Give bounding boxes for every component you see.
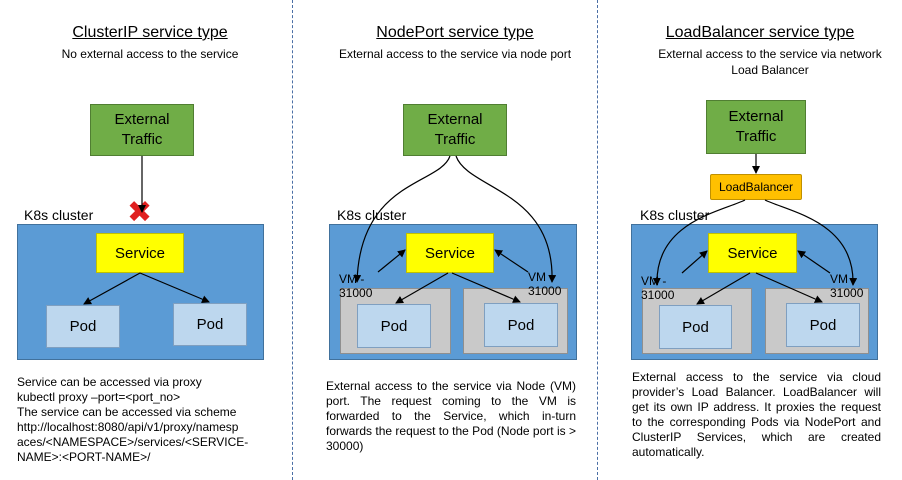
clusterip-service: Service xyxy=(96,233,184,273)
nodeport-vm-right-label: VM - 31000 xyxy=(528,270,562,298)
loadbalancer-vm-right-to-service xyxy=(797,250,831,274)
nodeport-vm-right-to-service xyxy=(494,249,529,273)
loadbalancer-lb-to-vm-right xyxy=(764,199,858,286)
clusterip-subtitle: No external access to the service xyxy=(61,47,239,61)
loadbalancer-vm-left-to-service xyxy=(681,250,708,274)
clusterip-desc-line: NAME>:<PORT-NAME>/ xyxy=(17,450,151,464)
loadbalancer-lb-to-vm-left xyxy=(652,199,746,286)
nodeport-service-to-pod-right xyxy=(451,272,521,303)
nodeport-pod-left: Pod xyxy=(357,304,431,348)
clusterip-external-traffic: External Traffic xyxy=(90,104,194,156)
loadbalancer-vm-right-label: VM - 31000 xyxy=(830,272,864,300)
nodeport-pod-right: Pod xyxy=(484,303,558,347)
nodeport-description: External access to the service via Node … xyxy=(326,379,576,453)
clusterip-description: Service can be accessed via proxy kubect… xyxy=(17,375,282,465)
nodeport-vm-left-to-service xyxy=(377,249,406,273)
divider-right xyxy=(597,0,598,480)
clusterip-service-to-pod-right xyxy=(139,272,210,303)
loadbalancer-box: LoadBalancer xyxy=(710,174,802,200)
loadbalancer-title: LoadBalancer service type xyxy=(665,24,855,41)
divider-left xyxy=(292,0,293,480)
clusterip-desc-line: The service can be accessed via scheme xyxy=(17,405,237,419)
clusterip-cluster-label: K8s cluster xyxy=(24,207,94,223)
nodeport-traffic-to-vm-right xyxy=(455,155,557,283)
nodeport-service-to-pod-left xyxy=(395,272,449,304)
loadbalancer-external-traffic: External Traffic xyxy=(706,100,806,154)
nodeport-subtitle: External access to the service via node … xyxy=(338,47,572,61)
nodeport-title: NodePort service type xyxy=(376,24,534,41)
clusterip-desc-line: kubectl proxy –port=<port_no> xyxy=(17,390,181,404)
loadbalancer-subtitle: External access to the service via netwo… xyxy=(658,47,882,77)
clusterip-desc-line: http://localhost:8080/api/v1/proxy/names… xyxy=(17,420,239,434)
loadbalancer-pod-left: Pod xyxy=(659,305,732,349)
loadbalancer-cluster-label: K8s cluster xyxy=(640,207,710,223)
clusterip-title: ClusterIP service type xyxy=(72,24,228,41)
clusterip-desc-line: aces/<NAMESPACE>/services/<SERVICE- xyxy=(17,435,249,449)
nodeport-service: Service xyxy=(406,233,494,273)
loadbalancer-service: Service xyxy=(708,233,797,273)
loadbalancer-service-to-pod-left xyxy=(696,272,751,305)
nodeport-external-traffic: External Traffic xyxy=(403,104,507,156)
clusterip-pod-right: Pod xyxy=(173,303,247,346)
loadbalancer-service-to-pod-right xyxy=(755,272,823,303)
nodeport-traffic-to-vm-left xyxy=(353,155,451,283)
nodeport-cluster-label: K8s cluster xyxy=(337,207,407,223)
clusterip-service-to-pod-left xyxy=(83,272,141,305)
clusterip-pod-left: Pod xyxy=(46,305,120,348)
loadbalancer-pod-right: Pod xyxy=(786,303,860,347)
loadbalancer-description: External access to the service via cloud… xyxy=(632,370,881,459)
clusterip-desc-line: Service can be accessed via proxy xyxy=(17,375,202,389)
